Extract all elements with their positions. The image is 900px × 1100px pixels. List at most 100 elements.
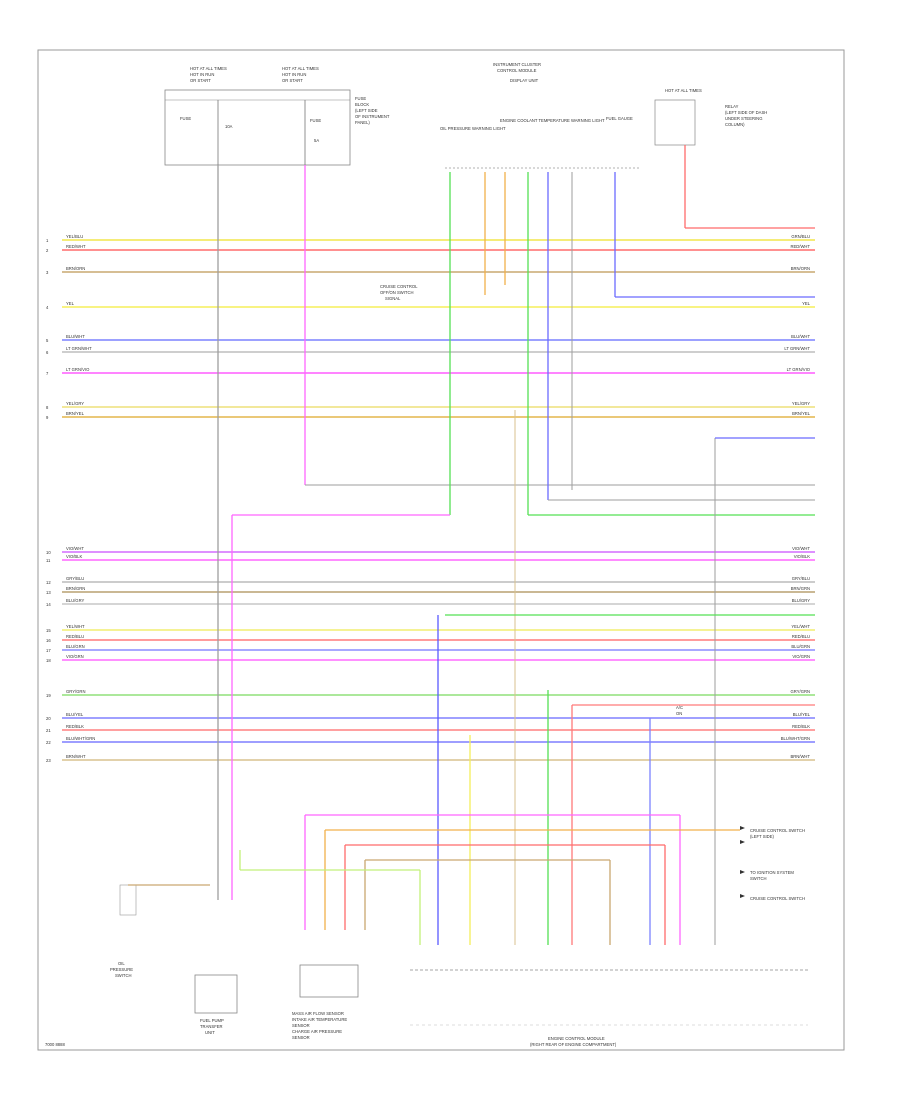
svg-text:OIL PRESSURE WARNING LIGHT: OIL PRESSURE WARNING LIGHT (440, 126, 506, 131)
signal-arrow-4 (740, 894, 745, 898)
svg-text:RELAY: RELAY (725, 104, 739, 109)
svg-text:HOT AT ALL TIMES: HOT AT ALL TIMES (190, 66, 227, 71)
ac-label: A/C ON (676, 705, 683, 716)
wire-label-left: BRN/GRN (66, 586, 85, 591)
svg-text:10A: 10A (225, 124, 233, 129)
wire-label-right: GRY/BLU (792, 576, 810, 581)
svg-text:TRANSFER: TRANSFER (200, 1024, 223, 1029)
pin-number: 1 (46, 238, 49, 243)
pin-number: 16 (46, 638, 51, 643)
cluster-parts-labels: OIL PRESSURE WARNING LIGHT ENGINE COOLAN… (440, 116, 633, 131)
svg-text:FUEL PUMP: FUEL PUMP (200, 1018, 224, 1023)
wire-label-left: RED/BLU (66, 634, 84, 639)
svg-text:CRUISE CONTROL SWITCH: CRUISE CONTROL SWITCH (750, 828, 805, 833)
pin-number: 4 (46, 305, 49, 310)
signal-arrow-2 (740, 840, 745, 844)
svg-text:ENGINE COOLANT TEMPERATURE WAR: ENGINE COOLANT TEMPERATURE WARNING LIGHT (500, 118, 605, 123)
wire-label-right: GRN/BLU (791, 234, 810, 239)
svg-text:FUSE: FUSE (355, 96, 366, 101)
pin-number: 22 (46, 740, 51, 745)
wire-label-right: LT GRN/WHT (784, 346, 810, 351)
svg-text:ENGINE CONTROL MODULE: ENGINE CONTROL MODULE (548, 1036, 605, 1041)
wire-label-left: BLU/WHT/GRN (66, 736, 95, 741)
svg-text:UNIT: UNIT (205, 1030, 215, 1035)
svg-text:CHARGE AIR PRESSURE: CHARGE AIR PRESSURE (292, 1029, 342, 1034)
wire-label-right: RED/BLK (792, 724, 810, 729)
wire-label-right: BLU/WHT (791, 334, 810, 339)
svg-text:SENSOR: SENSOR (292, 1035, 310, 1040)
wire-label-left: BRN/YEL (66, 411, 85, 416)
wire-label-right: LT GRN/VIO (787, 367, 811, 372)
wire-label-left: GRY/GRN (66, 689, 85, 694)
svg-text:UNDER STEERING: UNDER STEERING (725, 116, 762, 121)
wire-label-right: RED/BLU (792, 634, 810, 639)
pin-number: 19 (46, 693, 51, 698)
fuse-labels: FUSE 10A FUSE 5A (180, 116, 321, 143)
svg-text:(LEFT SIDE OF DASH: (LEFT SIDE OF DASH (725, 110, 767, 115)
svg-text:SWITCH: SWITCH (115, 973, 132, 978)
wire-label-left: YEL/WHT (66, 624, 85, 629)
svg-text:SIGNAL: SIGNAL (385, 296, 401, 301)
pin-number: 12 (46, 580, 51, 585)
maf-sensor-box (299, 964, 359, 998)
wire-label-left: LT GRN/VIO (66, 367, 90, 372)
wire-label-left: VIO/GRN (66, 654, 84, 659)
svg-text:SENSOR: SENSOR (292, 1023, 310, 1028)
fuse-box-2-label: HOT AT ALL TIMES HOT IN RUN OR START (282, 66, 319, 83)
signal-arrow-1 (740, 826, 745, 830)
svg-text:INTAKE AIR TEMPERATURE: INTAKE AIR TEMPERATURE (292, 1017, 347, 1022)
svg-text:TO IGNITION SYSTEM: TO IGNITION SYSTEM (750, 870, 794, 875)
wire-label-left: LT GRN/WHT (66, 346, 92, 351)
wire-label-left: BLU/YEL (66, 712, 84, 717)
wire-label-right: BLU/GRN (791, 644, 810, 649)
wire-label-left: BLU/GRY (66, 598, 85, 603)
svg-text:OR START: OR START (190, 78, 211, 83)
svg-text:HOT AT ALL TIMES: HOT AT ALL TIMES (282, 66, 319, 71)
svg-text:PANEL): PANEL) (355, 120, 370, 125)
pin-number: 17 (46, 648, 51, 653)
wire-label-left: VIO/BLK (66, 554, 82, 559)
svg-text:MASS AIR FLOW SENSOR: MASS AIR FLOW SENSOR (292, 1011, 344, 1016)
wire-label-left: YEL (66, 301, 75, 306)
svg-text:CRUISE CONTROL SWITCH: CRUISE CONTROL SWITCH (750, 896, 805, 901)
footer-code: 7000 8888 (45, 1042, 65, 1047)
wire-label-right: YEL (802, 301, 811, 306)
wire-label-right: BRN/YEL (792, 411, 811, 416)
pin-number: 15 (46, 628, 51, 633)
wire-label-left: VIO/WHT (66, 546, 84, 551)
wire-label-right: RED/WHT (790, 244, 810, 249)
pin-number: 13 (46, 590, 51, 595)
wire-label-left: BRN/WHT (66, 754, 86, 759)
svg-text:SWITCH: SWITCH (750, 876, 767, 881)
wire-label-left: GRY/BLU (66, 576, 84, 581)
instrument-cluster-label: INSTRUMENT CLUSTER CONTROL MODULE DISPLA… (493, 62, 541, 83)
fuse-block (164, 89, 351, 166)
wire-label-right: BLU/GRY (792, 598, 811, 603)
pin-number: 10 (46, 550, 51, 555)
svg-text:PRESSURE: PRESSURE (110, 967, 133, 972)
pin-number: 5 (46, 338, 49, 343)
wire-label-right: YEL/WHT (791, 624, 810, 629)
svg-text:OF INSTRUMENT: OF INSTRUMENT (355, 114, 390, 119)
relay-label: RELAY (LEFT SIDE OF DASH UNDER STEERING … (725, 104, 767, 127)
svg-text:A/C: A/C (676, 705, 683, 710)
relay-box (654, 99, 696, 146)
wire-label-left: YEL/GRY (66, 401, 84, 406)
maf-sensor-label: MASS AIR FLOW SENSOR INTAKE AIR TEMPERAT… (292, 1011, 347, 1040)
wire-label-right: BRN/ORN (791, 266, 810, 271)
svg-text:COLUMN): COLUMN) (725, 122, 745, 127)
svg-text:5A: 5A (314, 138, 319, 143)
relay-power-label: HOT AT ALL TIMES (665, 88, 702, 93)
wire-label-right: GRY/GRN (791, 689, 810, 694)
svg-text:CONTROL MODULE: CONTROL MODULE (497, 68, 537, 73)
fuel-pump-box (194, 974, 238, 1014)
svg-text:(LEFT SIDE: (LEFT SIDE (355, 108, 378, 113)
wire-label-left: BRN/ORN (66, 266, 85, 271)
svg-text:HOT IN RUN: HOT IN RUN (190, 72, 214, 77)
svg-text:CRUISE CONTROL: CRUISE CONTROL (380, 284, 418, 289)
pin-number: 8 (46, 405, 49, 410)
svg-text:ON: ON (676, 711, 682, 716)
oil-pressure-label: OIL PRESSURE SWITCH (110, 961, 133, 978)
svg-text:OR START: OR START (282, 78, 303, 83)
